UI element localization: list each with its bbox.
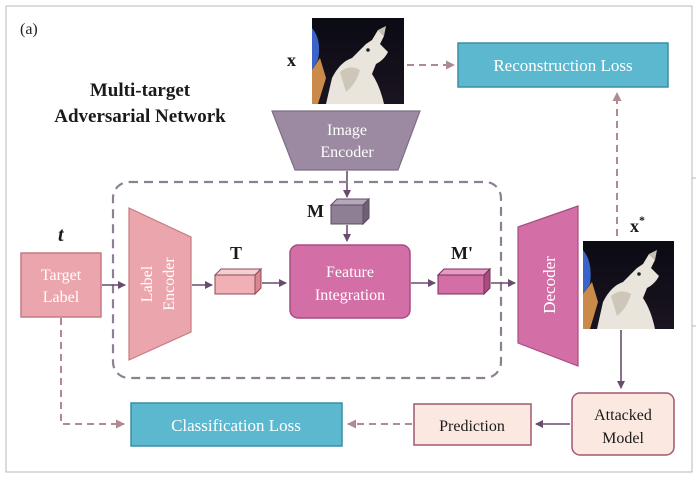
tensor-t-label: T (230, 243, 242, 263)
decoder: Decoder (517, 205, 579, 367)
attacked-model-line-1: Attacked (594, 407, 652, 424)
target-label-line-1: Target (41, 267, 82, 284)
attacked-model-box: Attacked Model (571, 392, 675, 456)
output-symbol: x* (630, 213, 645, 236)
prediction-box: Prediction (413, 403, 532, 446)
label-encoder-line-1: Label (139, 265, 156, 302)
classification-loss-box: Classification Loss (130, 402, 343, 447)
prediction-label: Prediction (439, 418, 505, 435)
reconstruction-loss-label: Reconstruction Loss (493, 56, 632, 75)
decoder-label: Decoder (540, 256, 559, 314)
label-encoder-line-2: Encoder (161, 257, 178, 311)
tensor-m-label: M (307, 201, 324, 221)
tensor-m-cube (329, 197, 371, 226)
figure-frame (5, 5, 693, 473)
tensor-t-cube (213, 267, 263, 296)
feature-integration-box: Feature Integration (289, 244, 411, 319)
label-encoder: Label Encoder (128, 207, 192, 361)
title-line-2: Adversarial Network (54, 106, 226, 127)
target-symbol: t (58, 224, 65, 246)
target-label-line-2: Label (43, 289, 80, 306)
panel-label: (a) (20, 21, 38, 38)
feature-integration-line-2: Integration (315, 287, 385, 304)
input-symbol: x (287, 50, 296, 70)
reconstruction-loss-box: Reconstruction Loss (457, 42, 669, 88)
classification-loss-label: Classification Loss (171, 416, 301, 435)
image-encoder-line-1: Image (327, 122, 367, 139)
tensor-m-prime-label: M' (451, 243, 473, 263)
image-encoder: Image Encoder (271, 110, 421, 171)
feature-integration-line-1: Feature (326, 264, 374, 281)
output-image (583, 241, 674, 329)
target-label-box: Target Label (20, 252, 102, 318)
image-encoder-line-2: Encoder (320, 144, 374, 161)
output-symbol-base: x (630, 216, 639, 236)
title-line-1: Multi-target (90, 80, 191, 101)
arrow-target-to-cls (60, 318, 125, 429)
attacked-model-line-2: Model (602, 430, 644, 447)
output-symbol-sup: * (639, 213, 645, 227)
tensor-m-prime-cube (436, 267, 492, 296)
input-image (312, 18, 404, 104)
